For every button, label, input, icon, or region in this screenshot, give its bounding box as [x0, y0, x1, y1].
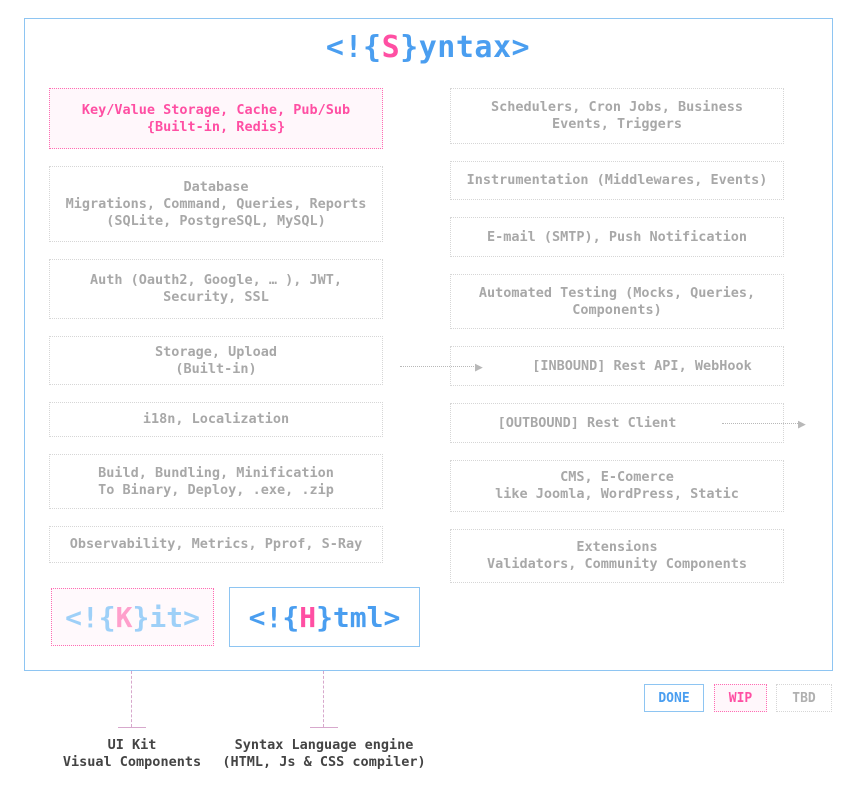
feature-database: Database Migrations, Command, Queries, R… [49, 166, 383, 242]
outbound-arrow-line [722, 423, 798, 424]
html-connector [323, 671, 324, 727]
legend-done: DONE [644, 684, 704, 712]
feature-auth: Auth (Oauth2, Google, … ), JWT, Security… [49, 259, 383, 319]
feature-inbound-rest: [INBOUND] Rest API, WebHook [450, 346, 784, 386]
kit-logo: <!{K}it> [51, 588, 214, 646]
feature-build: Build, Bundling, Minification To Binary,… [49, 454, 383, 509]
html-logo: <!{H}tml> [229, 587, 420, 647]
legend-tbd: TBD [776, 684, 832, 712]
feature-cms: CMS, E-Comerce like Joomla, WordPress, S… [450, 460, 784, 512]
feature-schedulers: Schedulers, Cron Jobs, Business Events, … [450, 88, 784, 144]
html-connector-end [310, 727, 338, 728]
kit-caption: UI Kit Visual Components [62, 737, 202, 770]
kit-connector [131, 671, 132, 727]
legend-wip: WIP [714, 684, 767, 712]
feature-storage-upload: Storage, Upload (Built-in) [49, 336, 383, 385]
outbound-arrow-head-icon: ▶ [798, 417, 806, 432]
inbound-arrow-line [400, 366, 474, 367]
feature-instrumentation: Instrumentation (Middlewares, Events) [450, 161, 784, 200]
feature-observability: Observability, Metrics, Pprof, S-Ray [49, 526, 383, 563]
inbound-arrow-head-icon: ▶ [475, 360, 483, 375]
syntax-logo-title: <!{S}yntax> [325, 30, 531, 65]
feature-testing: Automated Testing (Mocks, Queries, Compo… [450, 274, 784, 329]
feature-email: E-mail (SMTP), Push Notification [450, 217, 784, 257]
feature-extensions: Extensions Validators, Community Compone… [450, 529, 784, 583]
kit-connector-end [118, 727, 146, 728]
feature-kv-storage: Key/Value Storage, Cache, Pub/Sub {Built… [49, 88, 383, 149]
feature-i18n: i18n, Localization [49, 402, 383, 437]
html-caption: Syntax Language engine (HTML, Js & CSS c… [222, 737, 426, 770]
